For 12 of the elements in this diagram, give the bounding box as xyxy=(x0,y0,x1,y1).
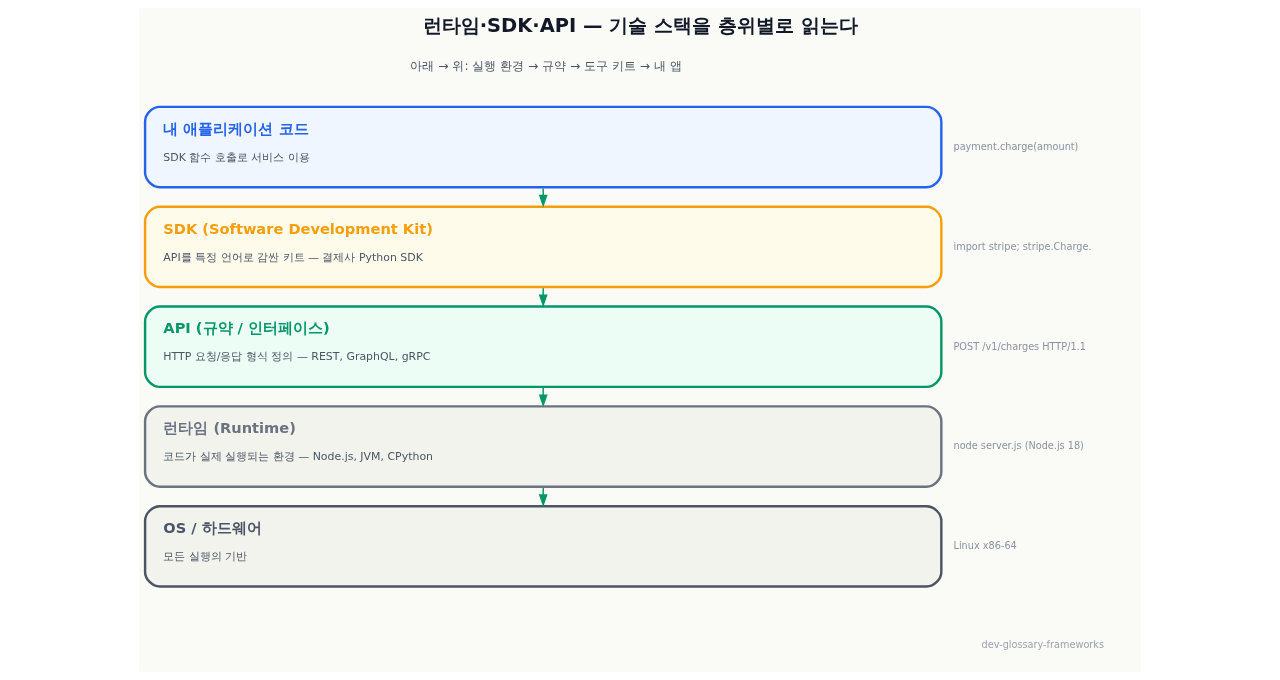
node-label: payment.charge(amount) xyxy=(953,140,1079,152)
arrow xyxy=(538,387,548,408)
node-label: Linux x86-64 xyxy=(953,540,1017,552)
node-label: node server.js (Node.js 18) xyxy=(953,440,1084,452)
arrow xyxy=(538,487,548,507)
node-label: import stripe; stripe.Charge. xyxy=(953,240,1092,252)
arrow xyxy=(538,187,548,208)
label: 아래 → 위: 실행 환경 → 규약 → 도구 키트 → 내 앱 xyxy=(410,59,682,74)
arrow xyxy=(538,287,548,308)
diagram-title: 런타임·SDK·API — 기술 스택을 층위별로 읽는다 xyxy=(422,14,858,38)
node-label: POST /v1/charges HTTP/1.1 xyxy=(953,340,1086,352)
label: dev-glossary-frameworks xyxy=(981,638,1105,650)
